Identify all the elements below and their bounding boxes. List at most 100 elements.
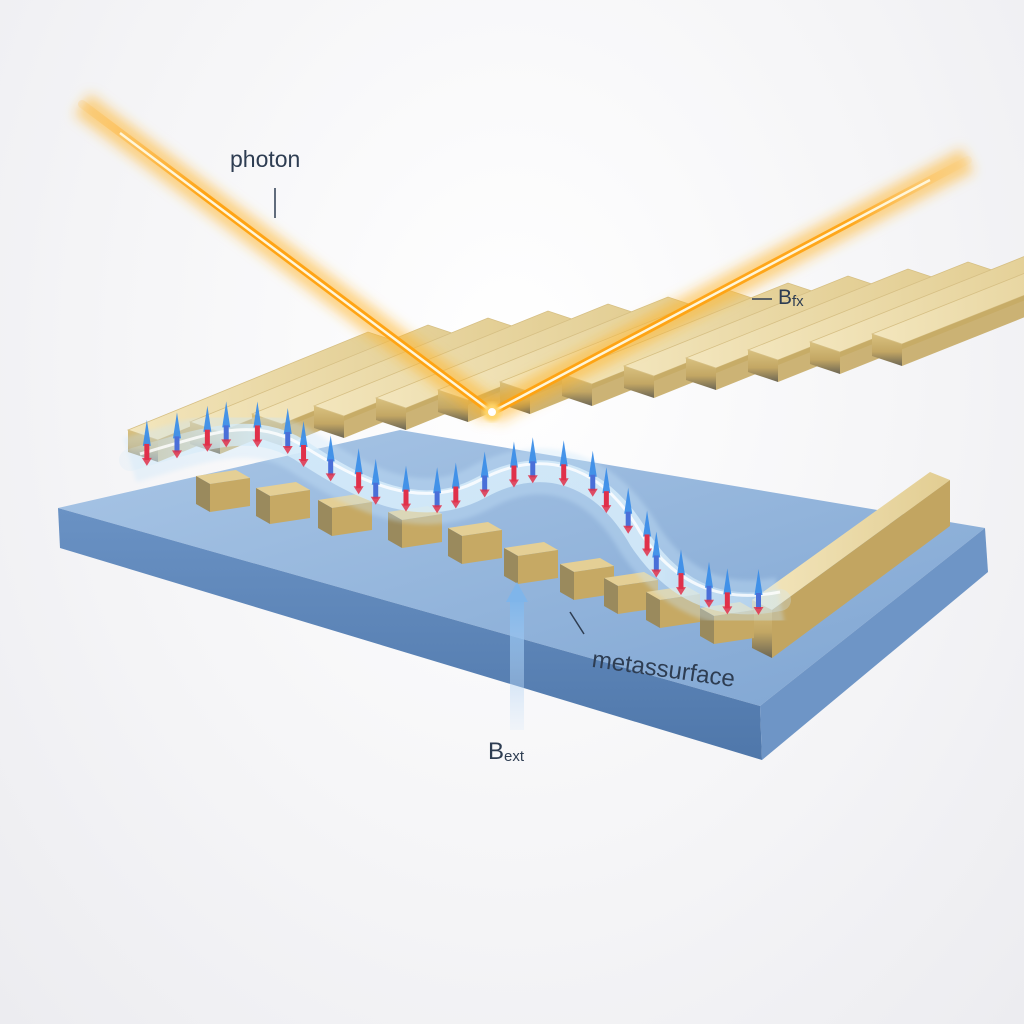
block-top	[504, 542, 558, 556]
spin-up-part	[480, 451, 489, 478]
spin-up-part	[402, 465, 411, 492]
photon-beams	[74, 93, 975, 424]
block-top	[560, 558, 614, 572]
lower-block	[256, 482, 310, 524]
spin-stem	[434, 491, 440, 508]
spin-arrow-icon	[704, 561, 715, 608]
substrate-front-face	[58, 508, 762, 760]
spin-stem	[724, 592, 730, 609]
spin-down-part	[601, 505, 612, 514]
spin-stem	[603, 491, 609, 508]
reflection-point-core	[488, 408, 496, 416]
spin-down-part	[642, 548, 653, 557]
spin-arrows	[141, 401, 764, 615]
b-ext-subscript: ext	[504, 748, 525, 765]
spin-arrow-icon	[282, 407, 293, 454]
spin-arrow-icon	[221, 401, 232, 448]
metasurface-bar	[870, 273, 1024, 366]
spin-down-part	[704, 599, 715, 608]
spin-arrow-icon	[450, 462, 461, 509]
spin-arrow-icon	[601, 467, 612, 514]
bar-end-face	[686, 358, 716, 390]
spin-up-part	[299, 420, 308, 447]
bar-end-face	[376, 398, 406, 430]
spin-arrow-icon	[325, 435, 336, 482]
spin-down-part	[651, 569, 662, 578]
spin-stem	[653, 555, 659, 572]
bar-top-face	[870, 273, 1024, 345]
spin-stem	[756, 592, 762, 609]
bar-side-face	[902, 295, 1024, 366]
spin-down-part	[558, 478, 569, 487]
block-side	[270, 490, 310, 524]
bar-end-face	[872, 334, 902, 366]
spin-up-part	[283, 407, 292, 434]
spin-stem	[511, 465, 517, 482]
spin-up-part	[754, 568, 763, 595]
spin-arrow-icon	[202, 405, 213, 452]
spin-up-part	[371, 458, 380, 485]
lower-block	[448, 522, 502, 564]
spin-up-part	[652, 531, 661, 558]
spin-stem	[482, 475, 488, 492]
spin-arrow-icon	[587, 450, 598, 497]
spin-down-part	[252, 439, 263, 448]
incident-beam-core	[119, 132, 493, 413]
spin-down-part	[675, 587, 686, 596]
spin-arrow-icon	[558, 440, 569, 487]
spin-down-part	[141, 457, 152, 466]
block-end	[604, 578, 618, 614]
spin-up-part	[528, 437, 537, 464]
spin-stem	[453, 486, 459, 503]
spin-down-part	[587, 488, 598, 497]
field-arrow-up-icon	[510, 598, 524, 730]
spin-stem	[706, 585, 712, 602]
b-fx-subscript: fx	[792, 293, 804, 310]
spin-up-part	[222, 401, 231, 428]
spin-stem	[204, 429, 210, 446]
spin-arrow-icon	[298, 420, 309, 467]
block-end	[196, 476, 210, 512]
leader-lines	[274, 188, 772, 635]
spin-up-part	[588, 450, 597, 477]
spin-down-part	[171, 450, 182, 459]
spin-stem	[373, 482, 379, 499]
spin-arrow-icon	[252, 401, 263, 448]
block-top	[256, 482, 310, 496]
spin-arrow-icon	[651, 531, 662, 578]
spin-stem	[644, 534, 650, 551]
spin-arrow-icon	[623, 487, 634, 534]
bar-end-face	[624, 366, 654, 398]
block-top	[448, 522, 502, 536]
b-ext-field-arrow	[506, 582, 528, 730]
bar-end-face	[810, 342, 840, 374]
spin-down-part	[353, 486, 364, 495]
spin-down-part	[401, 503, 412, 512]
spin-arrow-icon	[508, 441, 519, 488]
spin-stem	[254, 425, 260, 442]
spin-stem	[625, 511, 631, 528]
spin-down-part	[202, 443, 213, 452]
spin-stem	[223, 425, 229, 442]
b-fx-label: Bfx	[778, 286, 804, 310]
spin-up-part	[451, 462, 460, 489]
block-side	[462, 530, 502, 564]
spin-stem	[285, 431, 291, 448]
spin-up-part	[643, 510, 652, 537]
spin-up-part	[723, 568, 732, 595]
front-bar-top	[752, 472, 950, 610]
block-end	[256, 488, 270, 524]
spin-up-part	[433, 467, 442, 494]
spin-up-part	[203, 405, 212, 432]
spin-up-part	[602, 467, 611, 494]
spin-stem	[403, 489, 409, 506]
spin-down-part	[298, 458, 309, 467]
spin-down-part	[508, 479, 519, 488]
spin-up-part	[705, 561, 714, 588]
field-arrow-head	[506, 582, 528, 602]
spin-arrow-icon	[722, 568, 733, 615]
block-top	[196, 470, 250, 484]
spin-arrow-icon	[753, 568, 764, 615]
spin-down-part	[282, 445, 293, 454]
spin-down-part	[722, 606, 733, 615]
